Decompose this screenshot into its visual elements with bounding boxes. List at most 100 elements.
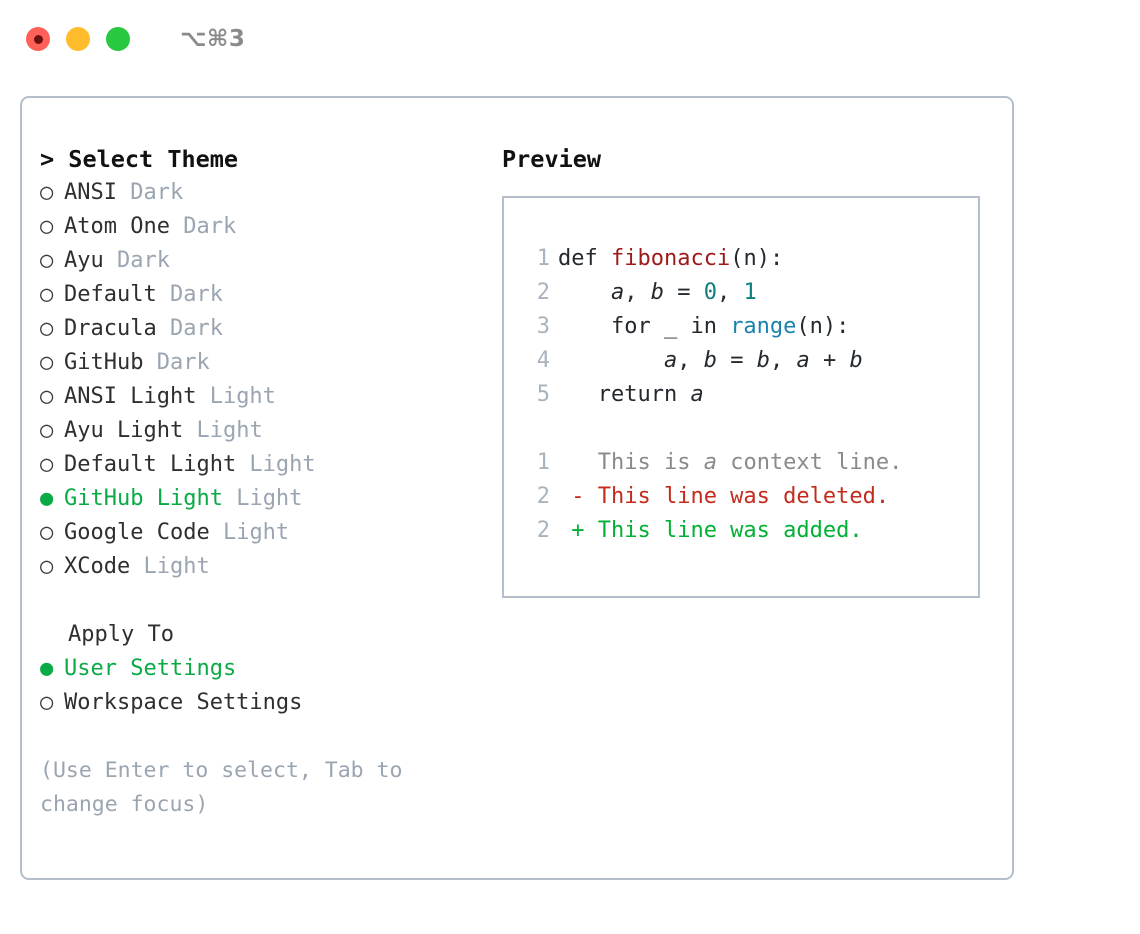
code-line: 4 a, b = b, a + b	[524, 344, 978, 378]
code-line-number: 1	[536, 450, 550, 475]
select-theme-heading: > Select Theme	[40, 145, 239, 173]
code-line: 2 - This line was deleted.	[524, 480, 978, 514]
code-token: 0	[703, 280, 717, 305]
theme-variant-tag: Dark	[156, 316, 223, 341]
theme-option-ansi-light[interactable]: ○ANSI Light Light	[40, 380, 484, 414]
code-line-number: 2	[536, 280, 550, 305]
code-token: a	[610, 280, 625, 305]
theme-option-label: XCode	[64, 554, 131, 579]
theme-variant-tag: Dark	[103, 248, 170, 273]
apply-to-option-label: Workspace Settings	[64, 690, 303, 715]
theme-option-label: GitHub	[64, 350, 144, 375]
code-token: a	[796, 348, 810, 373]
keyboard-hint-text: (Use Enter to select, Tab to change focu…	[40, 758, 403, 817]
code-token: a	[703, 450, 717, 475]
theme-variant-tag: Dark	[143, 350, 210, 375]
theme-option-label: Default Light	[64, 452, 237, 477]
radio-unselected-icon: ○	[40, 350, 54, 375]
code-token: b	[756, 348, 770, 373]
code-line: 2 + This line was added.	[524, 514, 978, 548]
theme-variant-tag: Dark	[156, 282, 223, 307]
theme-option-label: Ayu	[64, 248, 104, 273]
radio-unselected-icon: ○	[40, 282, 54, 307]
apply-to-option-user-settings[interactable]: ●User Settings	[40, 652, 484, 686]
theme-variant-tag: Light	[236, 452, 316, 477]
radio-unselected-icon: ○	[40, 384, 54, 409]
code-line-number: 1	[536, 246, 550, 271]
code-token: (n):	[796, 314, 850, 339]
radio-unselected-icon: ○	[40, 316, 54, 341]
theme-option-label: Ayu Light	[64, 418, 184, 443]
theme-option-ayu[interactable]: ○ Ayu Dark	[40, 244, 484, 278]
code-token: 1	[743, 280, 757, 305]
theme-option-ayu-light[interactable]: ○ Ayu Light Light	[40, 414, 484, 448]
code-token: context line.	[716, 450, 903, 475]
code-line: 3 for _ in range(n):	[524, 310, 978, 344]
code-token: + This line was added.	[558, 518, 863, 543]
radio-unselected-icon: ○	[40, 520, 54, 545]
theme-list[interactable]: ○ANSI Dark○Atom One Dark○Ayu Dark○Defaul…	[40, 176, 484, 584]
code-token	[558, 280, 611, 305]
code-token: fibonacci	[610, 246, 731, 271]
theme-variant-tag: Dark	[169, 214, 237, 239]
theme-option-ansi[interactable]: ○ANSI Dark	[40, 176, 484, 210]
radio-unselected-icon: ○	[40, 214, 54, 239]
code-token: ,	[677, 348, 704, 373]
theme-variant-tag: Light	[183, 418, 263, 443]
code-token: (n):	[730, 246, 784, 271]
hint-block: (Use Enter to select, Tab to change focu…	[40, 754, 484, 822]
code-token: - This line was deleted.	[558, 484, 890, 509]
radio-unselected-icon: ○	[40, 452, 54, 477]
theme-option-default-light[interactable]: ○ Default Light Light	[40, 448, 484, 482]
code-token: ,	[716, 280, 744, 305]
theme-variant-tag: Light	[196, 384, 276, 409]
theme-option-github-light[interactable]: ● GitHub Light Light	[40, 482, 484, 516]
code-token: b	[650, 280, 664, 305]
radio-selected-icon: ●	[40, 486, 54, 511]
code-token: ,	[769, 348, 797, 373]
theme-option-label: Atom One	[64, 214, 170, 239]
code-token: b	[849, 348, 863, 373]
close-button[interactable]	[26, 27, 50, 51]
code-token: return	[558, 382, 691, 407]
apply-to-heading: Apply To	[68, 622, 174, 647]
theme-option-atom-one[interactable]: ○ Atom One Dark	[40, 210, 484, 244]
theme-option-label: GitHub Light	[64, 486, 223, 511]
apply-to-option-workspace-settings[interactable]: ○ Workspace Settings	[40, 686, 484, 720]
radio-unselected-icon: ○	[40, 690, 54, 715]
code-line-number: 2	[536, 484, 550, 509]
theme-option-label: Default	[64, 282, 157, 307]
code-blank-line	[524, 412, 978, 446]
radio-unselected-icon: ○	[40, 180, 54, 205]
code-line: 1 This is a context line.	[524, 446, 978, 480]
radio-unselected-icon: ○	[40, 418, 54, 443]
theme-option-label: Dracula	[64, 316, 157, 341]
theme-option-google-code[interactable]: ○Google Code Light	[40, 516, 484, 550]
radio-unselected-icon: ○	[40, 248, 54, 273]
theme-option-dracula[interactable]: ○ Dracula Dark	[40, 312, 484, 346]
code-token: a	[690, 382, 704, 407]
code-line: 1 def fibonacci(n):	[524, 242, 978, 276]
theme-option-label: Google Code	[64, 520, 210, 545]
code-line-number: 3	[536, 314, 550, 339]
screenshot-shortcut-label: ⌥⌘3	[180, 25, 246, 52]
code-token: This is	[558, 450, 704, 475]
preview-heading: Preview	[502, 145, 602, 173]
apply-to-list[interactable]: ●User Settings ○ Workspace Settings	[40, 652, 484, 720]
minimize-button[interactable]	[66, 27, 90, 51]
code-token: def	[558, 246, 611, 271]
code-line: 5 return a	[524, 378, 978, 412]
theme-option-github[interactable]: ○ GitHub Dark	[40, 346, 484, 380]
code-token: ,	[624, 280, 651, 305]
theme-option-xcode[interactable]: ○XCode Light	[40, 550, 484, 584]
theme-option-default[interactable]: ○ Default Dark	[40, 278, 484, 312]
theme-picker-column: > Select Theme ○ANSI Dark○Atom One Dark○…	[22, 142, 484, 878]
theme-variant-tag: Light	[222, 486, 303, 511]
code-token: b	[703, 348, 717, 373]
code-line-number: 5	[536, 382, 550, 407]
maximize-button[interactable]	[106, 27, 130, 51]
